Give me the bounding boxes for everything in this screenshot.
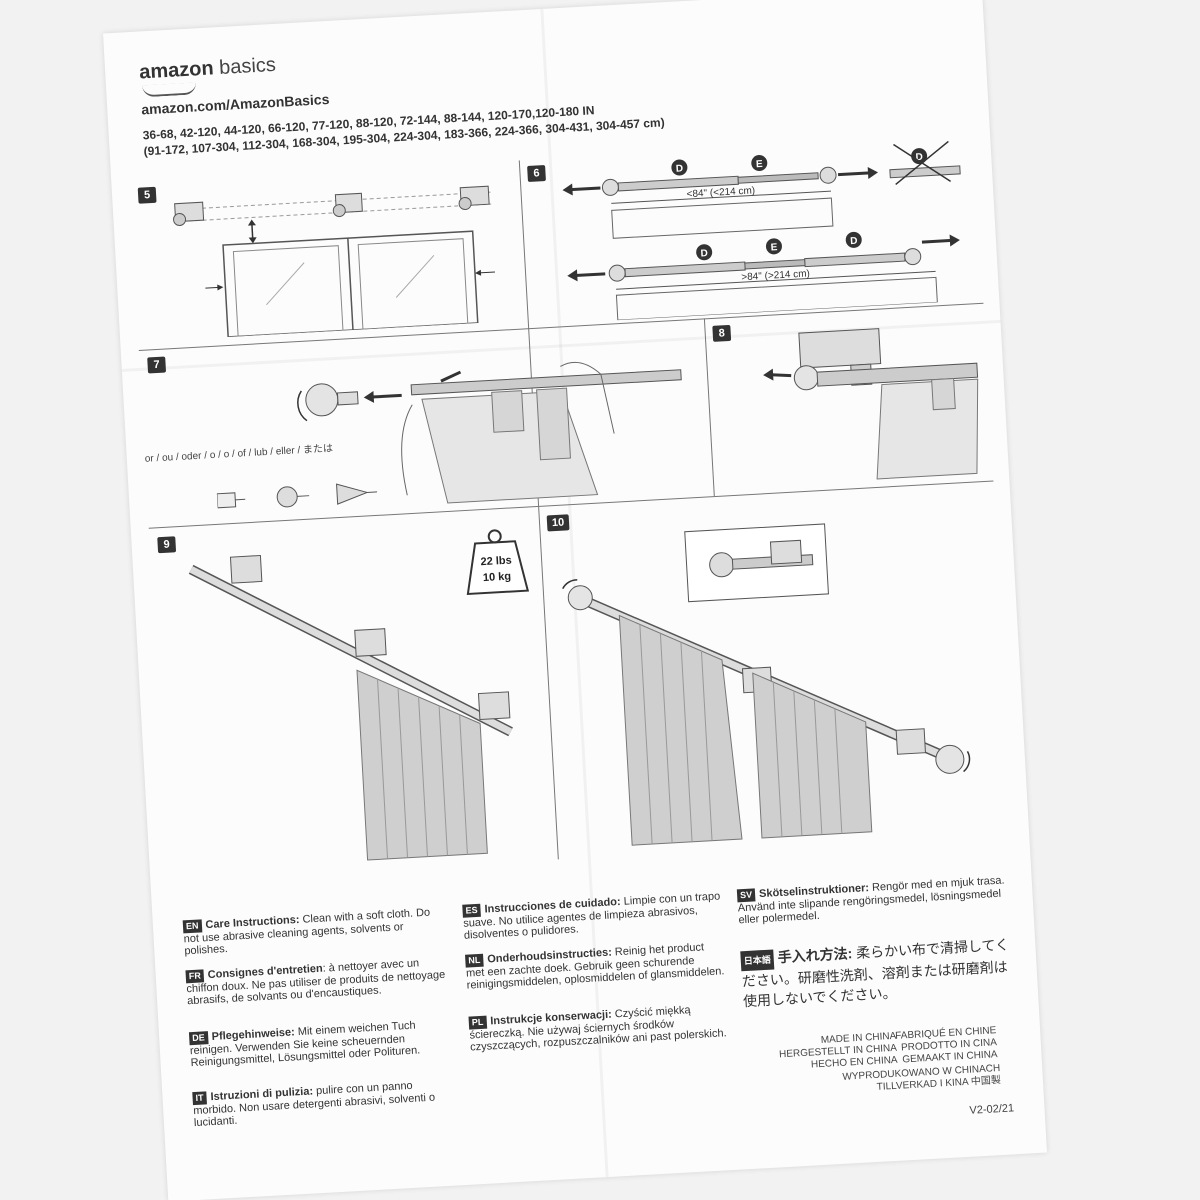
instruction-sheet: amazon basics amazon.com/AmazonBasics 36… <box>103 0 1047 1200</box>
made-in-left: MADE IN CHINA HERGESTELLT IN CHINA HECHO… <box>778 1030 898 1071</box>
care-ja: 日本語手入れ方法: 柔らかい布で清掃してください。研磨性洗剤、溶剤または研磨剤は… <box>740 936 1010 1010</box>
smile-arrow-icon <box>141 82 197 98</box>
step-number: 5 <box>137 186 157 204</box>
weight-lbs: 22 lbs <box>480 554 512 568</box>
label-d: D <box>850 236 858 247</box>
step8-illustration <box>763 328 979 480</box>
label-e: E <box>770 242 778 253</box>
step-number: 7 <box>147 356 167 374</box>
label-d: D <box>700 248 708 259</box>
illustration-grid: 5 6 <box>129 135 1014 911</box>
step10-illustration <box>562 523 971 846</box>
label-d: D <box>915 152 923 163</box>
size-over-84: >84" (>214 cm) <box>741 268 810 283</box>
size-under-84: <84" (<214 cm) <box>686 185 755 200</box>
step9-illustration: 22 lbs 10 kg <box>188 529 530 861</box>
version-code: V2-02/21 <box>969 1102 1015 1117</box>
panel-divider <box>703 318 715 497</box>
step7-illustration <box>297 361 682 504</box>
label-d: D <box>676 163 684 174</box>
made-in-right: FABRIQUÉ EN CHINE PRODOTTO IN CINA GEMAA… <box>894 1025 998 1066</box>
label-e: E <box>756 159 764 170</box>
weight-kg: 10 kg <box>483 571 512 585</box>
finial-options-icon <box>216 483 378 509</box>
step-number: 6 <box>527 165 546 182</box>
brand-logo: amazon basics <box>138 53 277 84</box>
step5-illustration <box>173 185 495 338</box>
step6-illustration: D E D <84" (<214 cm) D E D <box>562 140 961 321</box>
